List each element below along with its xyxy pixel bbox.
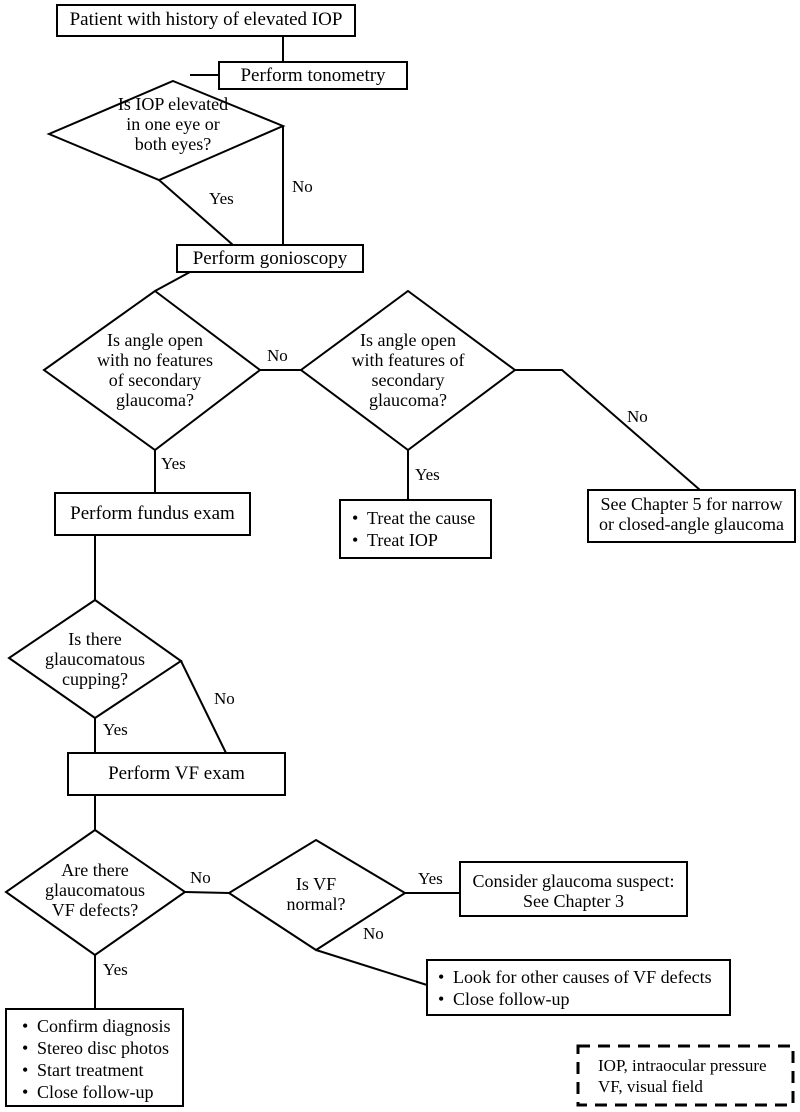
node-vf-exam-label: Perform VF exam [108,763,245,784]
node-angle-open-no-features-shape[interactable] [42,289,262,452]
list-item: Treat the cause [352,508,475,530]
node-gonioscopy-shape[interactable] [176,244,364,273]
legend-abbreviations: IOP, intraocular pressure VF, visual fie… [598,1056,767,1097]
node-cupping-label: Is there glaucomatous cupping? [45,629,145,690]
node-angle-open-with-features-label: Is angle open with features of secondary… [351,330,465,411]
node-fundus-label: Perform fundus exam [70,503,235,524]
connector-vf-defects-no-to-vf-normal [184,891,230,894]
node-tonometry-shape[interactable] [218,61,408,90]
node-start-shape[interactable] [56,4,356,37]
edge-label-iop-yes: Yes [209,189,234,208]
edge-label-vf-defects-no: No [190,868,211,887]
node-iop-elevated-label: Is IOP elevated in one eye or both eyes? [117,94,229,155]
node-vf-defects-label: Are there glaucomatous VF defects? [45,860,145,921]
node-treat-list: Treat the cause Treat IOP [352,508,475,552]
node-glaucoma-suspect-label: Consider glaucoma suspect: See Chapter 3 [472,871,675,912]
node-tonometry-label: Perform tonometry [240,65,386,86]
connector-angle2-no-to-chapter5 [515,369,701,491]
node-vf-normal-label: Is VF normal? [286,874,346,915]
node-start-label: Patient with history of elevated IOP [69,9,343,30]
list-item: Close follow-up [22,1082,171,1104]
edge-label-iop-no: No [292,177,313,196]
node-angle-open-no-features-label: Is angle open with no features of second… [97,330,213,411]
connector-iop-yes-to-gonioscopy [158,179,234,246]
edge-label-vf-normal-no: No [363,924,384,943]
list-item: Confirm diagnosis [22,1016,171,1038]
edge-label-cupping-yes: Yes [103,720,128,739]
node-vf-normal-shape[interactable] [227,838,407,952]
list-item: Start treatment [22,1060,171,1082]
connector-gonioscopy-to-angle1 [154,271,191,292]
edge-label-vf-defects-yes: Yes [103,960,128,979]
edge-label-angle2-yes: Yes [415,465,440,484]
node-glaucoma-suspect-shape[interactable] [459,861,688,917]
node-confirm-list: Confirm diagnosis Stereo disc photos Sta… [22,1016,171,1104]
node-fundus-shape[interactable] [54,492,251,536]
edge-label-angle1-yes: Yes [161,454,186,473]
list-item: Stereo disc photos [22,1038,171,1060]
node-iop-elevated-shape[interactable] [46,79,286,182]
edge-label-vf-normal-yes: Yes [418,869,443,888]
legend-box-shape [576,1044,795,1107]
node-vf-exam-shape[interactable] [67,752,286,796]
edge-label-angle2-no: No [627,407,648,426]
node-see-chapter-5-label: See Chapter 5 for narrow or closed-angle… [599,494,784,535]
node-other-causes-list: Look for other causes of VF defects Clos… [438,967,712,1011]
node-gonioscopy-label: Perform gonioscopy [192,248,348,269]
node-see-chapter-5-shape[interactable] [587,489,796,543]
node-angle-open-with-features-shape[interactable] [299,289,517,452]
connector-vf-normal-no-to-other-causes [315,949,428,986]
edge-label-angle1-no: No [267,346,288,365]
node-cupping-shape[interactable] [7,598,183,720]
edge-label-cupping-no: No [214,689,235,708]
list-item: Close follow-up [438,989,712,1011]
node-vf-defects-shape[interactable] [4,828,187,957]
list-item: Look for other causes of VF defects [438,967,712,989]
list-item: Treat IOP [352,530,475,552]
